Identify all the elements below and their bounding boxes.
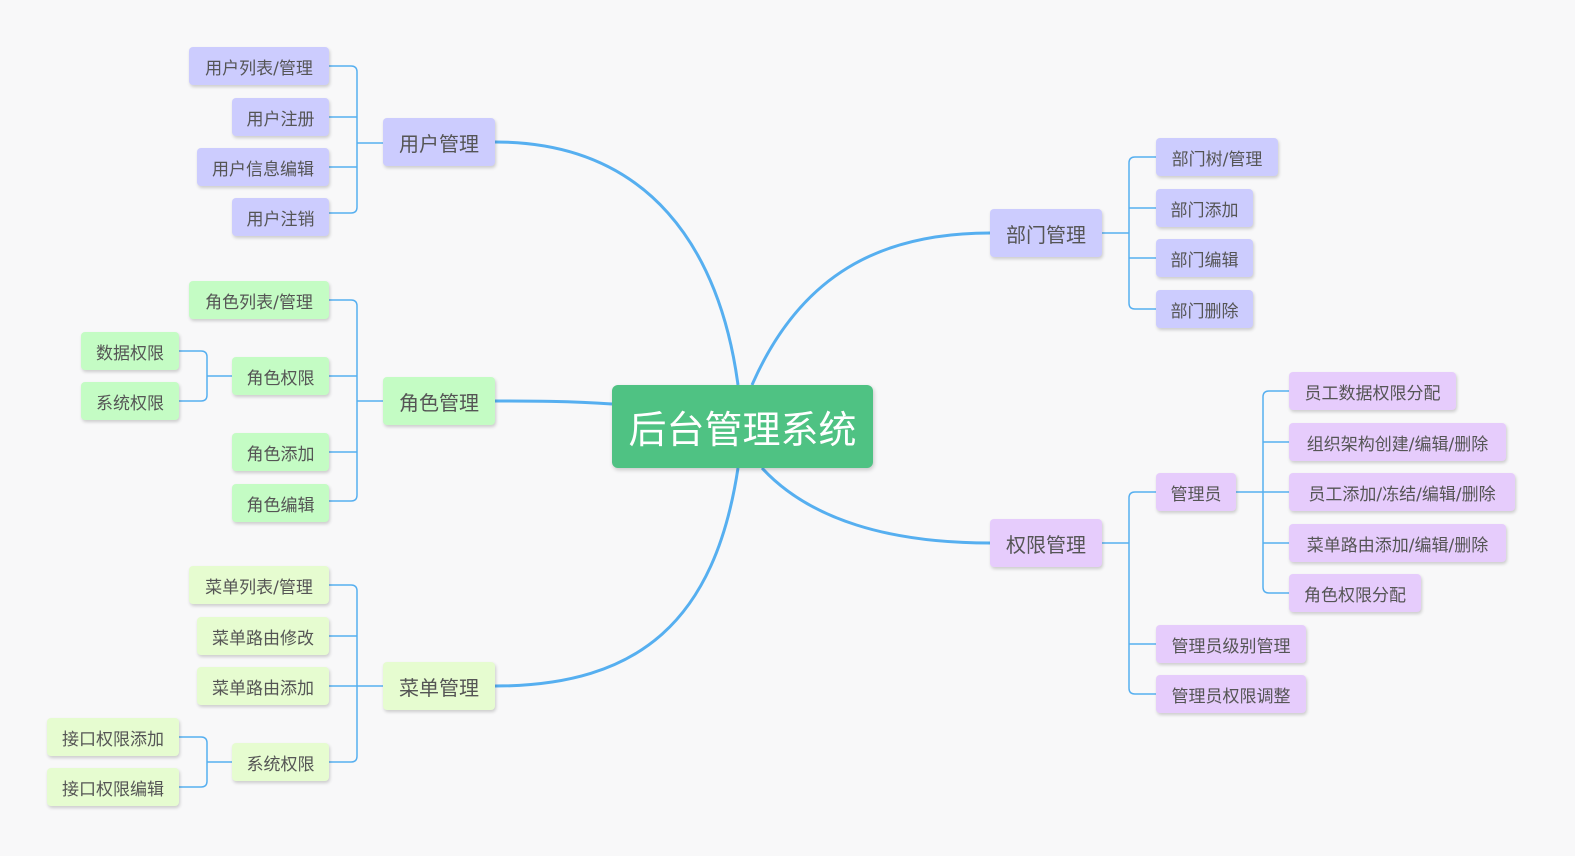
bracket-user (329, 65, 383, 214)
leaf-user-deregister[interactable]: 用户注销 (232, 198, 329, 236)
root-node[interactable]: 后台管理系统 (612, 385, 873, 468)
connector-root-role (494, 399, 613, 406)
branch-label: 菜单管理 (399, 675, 479, 700)
leaf-api-permission-edit[interactable]: 接口权限编辑 (47, 768, 179, 806)
leaf-role-permission-assign[interactable]: 角色权限分配 (1289, 574, 1421, 612)
leaf-label: 部门添加 (1170, 200, 1239, 221)
leaf-staff-manage[interactable]: 员工添加/冻结/编辑/删除 (1289, 473, 1515, 511)
leaf-label: 角色列表/管理 (205, 292, 313, 313)
leaf-role-edit[interactable]: 角色编辑 (232, 484, 329, 522)
leaf-label: 管理员 (1170, 484, 1222, 505)
leaf-label: 系统权限 (246, 754, 315, 775)
leaf-label: 用户信息编辑 (212, 159, 314, 180)
leaf-menu-route-modify[interactable]: 菜单路由修改 (197, 617, 329, 655)
branch-label: 部门管理 (1006, 222, 1086, 247)
leaf-label: 用户列表/管理 (205, 58, 313, 79)
leaf-menu-list[interactable]: 菜单列表/管理 (189, 566, 329, 604)
leaf-label: 部门树/管理 (1171, 149, 1263, 170)
leaf-label: 角色编辑 (246, 495, 315, 516)
bracket-menu (179, 584, 383, 788)
leaf-label: 员工数据权限分配 (1304, 383, 1441, 404)
leaf-label: 部门编辑 (1170, 250, 1239, 271)
leaf-role-add[interactable]: 角色添加 (232, 433, 329, 471)
branch-dept-management[interactable]: 部门管理 (990, 209, 1102, 257)
leaf-label: 用户注册 (246, 109, 315, 130)
leaf-user-register[interactable]: 用户注册 (232, 98, 329, 136)
leaf-label: 菜单路由修改 (212, 628, 314, 649)
leaf-user-list[interactable]: 用户列表/管理 (189, 47, 329, 85)
bracket-dept (1102, 156, 1156, 310)
leaf-user-info-edit[interactable]: 用户信息编辑 (197, 148, 329, 186)
branch-role-management[interactable]: 角色管理 (383, 377, 495, 425)
leaf-label: 组织架构创建/编辑/删除 (1306, 434, 1489, 455)
branch-label: 权限管理 (1006, 532, 1086, 557)
branch-menu-management[interactable]: 菜单管理 (383, 662, 495, 710)
leaf-label: 部门删除 (1170, 301, 1239, 322)
leaf-label: 系统权限 (96, 393, 164, 414)
leaf-menu-route-add[interactable]: 菜单路由添加 (197, 667, 329, 705)
leaf-label: 菜单列表/管理 (205, 577, 313, 598)
branch-label: 用户管理 (399, 131, 479, 156)
leaf-admin-level[interactable]: 管理员级别管理 (1156, 625, 1306, 663)
leaf-admin[interactable]: 管理员 (1156, 473, 1236, 511)
leaf-role-list[interactable]: 角色列表/管理 (189, 281, 329, 319)
leaf-label: 管理员权限调整 (1171, 686, 1291, 707)
connector-root-dept (750, 231, 991, 386)
root-label: 后台管理系统 (628, 408, 857, 452)
bracket-perm (1102, 390, 1289, 695)
leaf-data-permission[interactable]: 数据权限 (81, 332, 179, 370)
leaf-label: 菜单路由添加/编辑/删除 (1306, 535, 1489, 556)
leaf-system-permission[interactable]: 系统权限 (81, 382, 179, 420)
leaf-menu-route-manage[interactable]: 菜单路由添加/编辑/删除 (1289, 524, 1506, 562)
leaf-dept-add[interactable]: 部门添加 (1156, 189, 1253, 227)
leaf-staff-data-permission[interactable]: 员工数据权限分配 (1289, 372, 1456, 410)
leaf-dept-delete[interactable]: 部门删除 (1156, 290, 1253, 328)
branch-user-management[interactable]: 用户管理 (383, 118, 495, 166)
leaf-dept-edit[interactable]: 部门编辑 (1156, 239, 1253, 277)
leaf-org-structure[interactable]: 组织架构创建/编辑/删除 (1289, 423, 1506, 461)
leaf-dept-tree[interactable]: 部门树/管理 (1156, 138, 1278, 176)
leaf-admin-permission-adjust[interactable]: 管理员权限调整 (1156, 675, 1306, 713)
leaf-api-permission-add[interactable]: 接口权限添加 (47, 718, 179, 756)
connector-root-perm (760, 466, 991, 545)
bracket-role (179, 299, 383, 502)
leaf-label: 角色权限分配 (1304, 585, 1406, 606)
connector-root-menu (494, 467, 740, 688)
leaf-label: 用户注销 (246, 209, 315, 230)
leaf-label: 角色添加 (246, 444, 315, 465)
leaf-role-permission[interactable]: 角色权限 (232, 357, 329, 395)
leaf-label: 接口权限编辑 (62, 779, 164, 800)
leaf-label: 菜单路由添加 (212, 678, 314, 699)
leaf-label: 接口权限添加 (62, 729, 164, 750)
leaf-label: 数据权限 (96, 343, 164, 364)
leaf-label: 角色权限 (246, 368, 315, 389)
branch-permission-management[interactable]: 权限管理 (990, 519, 1102, 567)
leaf-label: 管理员级别管理 (1171, 636, 1291, 657)
branch-label: 角色管理 (399, 390, 479, 415)
connector-root-user (494, 140, 740, 386)
leaf-menu-system-permission[interactable]: 系统权限 (232, 743, 329, 781)
leaf-label: 员工添加/冻结/编辑/删除 (1308, 484, 1496, 505)
